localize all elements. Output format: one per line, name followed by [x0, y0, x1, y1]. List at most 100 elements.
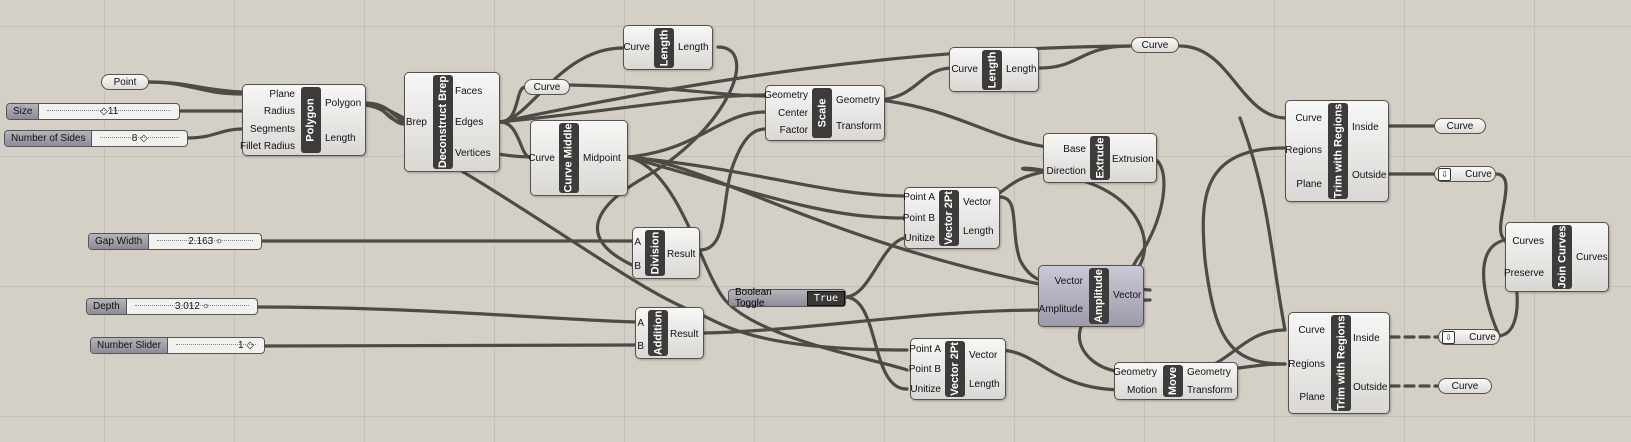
- vector-2pt-component-2[interactable]: Vector 2Pt Point A Point B Unitize Vecto…: [908, 338, 1006, 400]
- input-regions[interactable]: Regions: [1288, 359, 1325, 370]
- deconstruct-brep-component[interactable]: Deconstruct Brep Brep Faces Edges Vertic…: [404, 72, 500, 172]
- number-of-sides-slider[interactable]: Number of Sides 8 ◇: [4, 130, 188, 147]
- amplitude-component[interactable]: Amplitude Vector Amplitude Vector: [1038, 265, 1144, 327]
- gap-width-slider[interactable]: Gap Width 2.163 ○: [88, 233, 262, 250]
- scale-component[interactable]: Scale Geometry Center Factor Geometry Tr…: [764, 85, 885, 141]
- input-point-b[interactable]: Point B: [908, 364, 941, 375]
- input-base[interactable]: Base: [1063, 144, 1086, 155]
- input-unitize[interactable]: Unitize: [904, 233, 935, 244]
- addition-component[interactable]: Addition A B Result: [635, 307, 704, 359]
- input-geometry[interactable]: Geometry: [764, 90, 808, 101]
- extrude-component[interactable]: Extrude Base Direction Extrusion: [1043, 133, 1157, 183]
- input-plane[interactable]: Plane: [1296, 179, 1322, 190]
- wire: [498, 85, 527, 124]
- output-length[interactable]: Length: [1006, 64, 1037, 75]
- output-length[interactable]: Length: [325, 133, 356, 144]
- output-transform[interactable]: Transform: [836, 121, 882, 132]
- output-polygon[interactable]: Polygon: [325, 98, 362, 109]
- output-geometry[interactable]: Geometry: [836, 95, 880, 106]
- output-length[interactable]: Length: [969, 379, 1000, 390]
- output-length[interactable]: Length: [963, 226, 994, 237]
- output-inside[interactable]: Inside: [1352, 122, 1379, 133]
- join-curves-component[interactable]: Join Curves Curves Preserve Curves: [1503, 222, 1609, 292]
- input-amplitude[interactable]: Amplitude: [1038, 304, 1083, 315]
- output-outside[interactable]: Outside: [1352, 170, 1387, 181]
- depth-slider[interactable]: Depth 3.012 ○: [86, 298, 258, 315]
- input-a[interactable]: A: [637, 318, 644, 329]
- output-geometry[interactable]: Geometry: [1187, 367, 1231, 378]
- wire: [363, 103, 406, 126]
- slider-track[interactable]: 1 ◇: [168, 338, 264, 353]
- curve-param-inside-2[interactable]: ⇩Curve: [1438, 329, 1500, 345]
- component-title: Trim with Regions: [1328, 103, 1348, 199]
- output-result[interactable]: Result: [670, 329, 699, 340]
- output-faces[interactable]: Faces: [455, 86, 483, 97]
- curve-param-outside-2[interactable]: Curve: [1438, 378, 1492, 394]
- input-center[interactable]: Center: [777, 108, 808, 119]
- curve-param-inside-1[interactable]: Curve: [1434, 118, 1486, 134]
- input-geometry[interactable]: Geometry: [1113, 367, 1157, 378]
- input-curve[interactable]: Curve: [1298, 325, 1325, 336]
- input-curve[interactable]: Curve: [1295, 113, 1322, 124]
- trim-with-regions-component-2[interactable]: Trim with Regions Curve Regions Plane In…: [1288, 312, 1390, 414]
- input-point-a[interactable]: Point A: [909, 344, 941, 355]
- input-curve[interactable]: Curve: [951, 64, 978, 75]
- boolean-toggle[interactable]: Boolean Toggle True: [728, 287, 846, 309]
- input-segments[interactable]: Segments: [249, 124, 295, 135]
- output-vector[interactable]: Vector: [969, 350, 998, 361]
- curve-param-outside-1[interactable]: ⇩Curve: [1434, 166, 1496, 182]
- input-brep[interactable]: Brep: [405, 117, 427, 128]
- slider-track[interactable]: ◇11: [39, 104, 179, 119]
- input-unitize[interactable]: Unitize: [910, 384, 941, 395]
- input-direction[interactable]: Direction: [1046, 166, 1086, 177]
- input-a[interactable]: A: [634, 237, 641, 248]
- output-outside[interactable]: Outside: [1353, 382, 1388, 393]
- move-component[interactable]: Move Geometry Motion Geometry Transform: [1113, 362, 1238, 400]
- trim-with-regions-component-1[interactable]: Trim with Regions Curve Regions Plane In…: [1285, 100, 1389, 202]
- output-length[interactable]: Length: [678, 42, 709, 53]
- curve-middle-component[interactable]: Curve Middle Curve Midpoint: [528, 120, 628, 196]
- input-curves[interactable]: Curves: [1512, 236, 1544, 247]
- output-curves[interactable]: Curves: [1576, 252, 1608, 263]
- output-vector[interactable]: Vector: [1113, 290, 1142, 301]
- output-edges[interactable]: Edges: [455, 117, 484, 128]
- polygon-component[interactable]: Polygon Plane Radius Segments Fillet Rad…: [239, 84, 366, 156]
- input-motion[interactable]: Motion: [1126, 385, 1157, 396]
- slider-track[interactable]: 3.012 ○: [127, 299, 257, 314]
- length-component-1[interactable]: Length Curve Length: [623, 25, 713, 70]
- input-plane[interactable]: Plane: [269, 89, 295, 100]
- output-vector[interactable]: Vector: [963, 197, 992, 208]
- point-param[interactable]: Point: [101, 74, 149, 90]
- input-vector[interactable]: Vector: [1054, 276, 1083, 287]
- output-vertices[interactable]: Vertices: [455, 148, 491, 159]
- slider-track[interactable]: 2.163 ○: [149, 234, 261, 249]
- input-point-b[interactable]: Point B: [902, 213, 935, 224]
- vector-2pt-component-1[interactable]: Vector 2Pt Point A Point B Unitize Vecto…: [902, 187, 1000, 249]
- input-radius[interactable]: Radius: [263, 106, 295, 117]
- number-slider[interactable]: Number Slider 1 ◇: [90, 337, 265, 354]
- division-component[interactable]: Division A B Result: [632, 227, 700, 279]
- output-extrusion[interactable]: Extrusion: [1112, 154, 1154, 165]
- wire: [263, 343, 639, 348]
- input-preserve[interactable]: Preserve: [1503, 268, 1544, 279]
- input-factor[interactable]: Factor: [779, 125, 808, 136]
- input-b[interactable]: B: [634, 261, 641, 272]
- input-fillet-radius[interactable]: Fillet Radius: [239, 141, 295, 152]
- output-inside[interactable]: Inside: [1353, 333, 1380, 344]
- output-result[interactable]: Result: [667, 249, 696, 260]
- length-component-2[interactable]: Length Curve Length: [949, 47, 1039, 92]
- input-curve[interactable]: Curve: [623, 42, 650, 53]
- toggle-value[interactable]: True: [806, 290, 845, 306]
- slider-track[interactable]: 8 ◇: [92, 131, 187, 146]
- output-midpoint[interactable]: Midpoint: [583, 153, 621, 164]
- curve-param-mid[interactable]: Curve: [524, 79, 570, 95]
- curve-label: Curve: [1469, 331, 1496, 343]
- input-point-a[interactable]: Point A: [903, 192, 935, 203]
- size-slider[interactable]: Size ◇11: [6, 103, 180, 120]
- curve-param-top[interactable]: Curve: [1131, 37, 1179, 53]
- input-regions[interactable]: Regions: [1285, 145, 1322, 156]
- input-curve[interactable]: Curve: [528, 153, 555, 164]
- input-b[interactable]: B: [637, 341, 644, 352]
- output-transform[interactable]: Transform: [1187, 385, 1233, 396]
- input-plane[interactable]: Plane: [1299, 392, 1325, 403]
